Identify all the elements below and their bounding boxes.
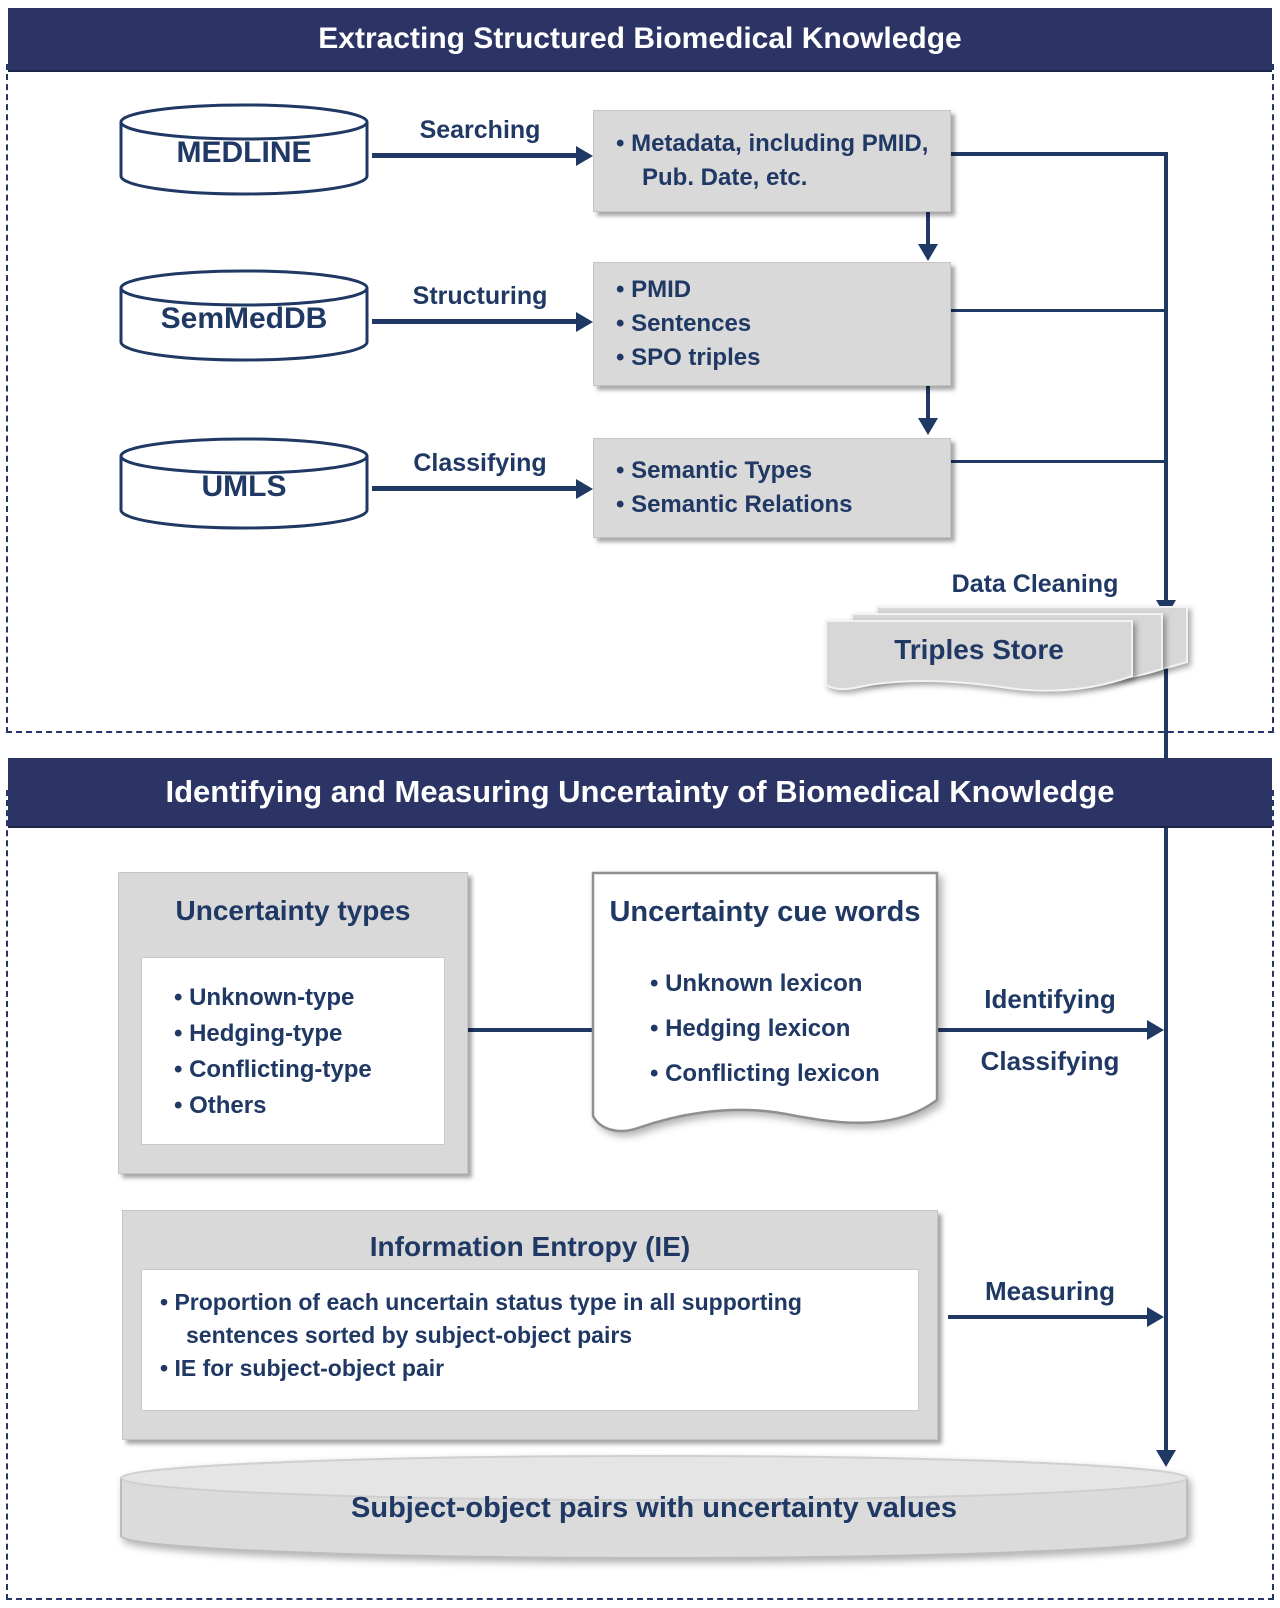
arrow-right-icon (576, 479, 593, 499)
types-to-cuewords-line (466, 1028, 592, 1032)
ie-item: IE for subject-object pair (160, 1352, 902, 1385)
cylinder-icon (119, 437, 369, 530)
ie-item: Proportion of each uncertain status type… (160, 1286, 902, 1352)
output-cylinder-label: Subject-object pairs with uncertainty va… (351, 1492, 957, 1524)
section2-header: Identifying and Measuring Uncertainty of… (8, 758, 1272, 828)
triples-store-label: Triples Store (894, 634, 1064, 665)
metadata-box: Metadata, including PMID, Pub. Date, etc… (593, 110, 951, 212)
box-item: Semantic Relations (616, 488, 852, 522)
uncertainty-cue-words-doc: Uncertainty cue words Unknown lexicon He… (590, 870, 940, 1171)
cue-words-item: Hedging lexicon (650, 1015, 880, 1043)
uncertainty-type-item: Hedging-type (174, 1016, 444, 1052)
arrow-down-icon (918, 418, 938, 435)
arrow-right-icon (576, 146, 593, 166)
database-medline-label: MEDLINE (176, 136, 312, 169)
uncertainty-types-title: Uncertainty types (175, 895, 411, 926)
structuring-label: Structuring (412, 282, 548, 310)
searching-arrow-line (372, 153, 578, 158)
output-cylinder: Subject-object pairs with uncertainty va… (118, 1452, 1190, 1569)
box2-to-box3-line (926, 384, 930, 420)
uncertainty-type-item: Others (174, 1088, 444, 1124)
arrow-right-icon (1147, 1307, 1164, 1327)
database-umls-label: UMLS (201, 470, 287, 503)
box1-to-box2-line (926, 210, 930, 246)
metadata-box-item: Metadata, including PMID, Pub. Date, etc… (616, 127, 940, 195)
cue-words-title: Uncertainty cue words (609, 896, 921, 928)
box1-collector-line (947, 152, 1168, 156)
measuring-label: Measuring (984, 1276, 1116, 1306)
uncertainty-types-box: Uncertainty types Unknown-type Hedging-t… (118, 872, 468, 1174)
information-entropy-box: Information Entropy (IE) Proportion of e… (122, 1210, 938, 1440)
classifying-label: Classifying (413, 449, 547, 477)
ie-title: Information Entropy (IE) (369, 1231, 691, 1262)
arrow-right-icon (576, 312, 593, 332)
box-item: PMID (616, 273, 760, 307)
arrow-right-icon (1147, 1020, 1164, 1040)
box-item: Semantic Types (616, 454, 852, 488)
data-cleaning-label: Data Cleaning (951, 570, 1119, 598)
cylinder-icon (120, 1455, 1188, 1559)
classifying-arrow-line (372, 486, 578, 491)
database-semmeddb: SemMedDB (118, 268, 370, 364)
cylinder-icon (119, 103, 369, 196)
semmeddb-output-box: PMID Sentences SPO triples (593, 262, 951, 386)
uncertainty-type-item: Conflicting-type (174, 1052, 444, 1088)
triples-store: Triples Store (823, 618, 1135, 705)
uncertainty-type-item: Unknown-type (174, 980, 444, 1016)
cue-words-item: Unknown lexicon (650, 970, 880, 998)
classifying2-label: Classifying (980, 1046, 1120, 1076)
identify-arrow-line (938, 1028, 1150, 1032)
measuring-arrow-line (948, 1315, 1150, 1319)
section1-header: Extracting Structured Biomedical Knowled… (8, 8, 1272, 72)
database-semmeddb-label: SemMedDB (160, 302, 328, 335)
structuring-arrow-line (372, 319, 578, 324)
document-icon (825, 620, 1133, 692)
database-umls: UMLS (118, 436, 370, 532)
umls-output-box: Semantic Types Semantic Relations (593, 438, 951, 538)
cylinder-icon (119, 269, 369, 362)
section2-title: Identifying and Measuring Uncertainty of… (165, 774, 1115, 809)
box-item: Sentences (616, 307, 760, 341)
box-item: SPO triples (616, 341, 760, 375)
arrow-down-icon (918, 244, 938, 261)
database-medline: MEDLINE (118, 102, 370, 198)
ie-list-panel: Proportion of each uncertain status type… (141, 1269, 919, 1411)
searching-label: Searching (419, 116, 541, 144)
arrow-down-icon (1156, 1450, 1176, 1467)
identifying-label: Identifying (984, 984, 1116, 1014)
box2-collector-line (947, 309, 1166, 312)
uncertainty-types-list-panel: Unknown-type Hedging-type Conflicting-ty… (141, 957, 445, 1145)
section1-title: Extracting Structured Biomedical Knowled… (318, 22, 962, 55)
cue-words-item: Conflicting lexicon (650, 1060, 880, 1088)
box3-collector-line (947, 460, 1166, 463)
